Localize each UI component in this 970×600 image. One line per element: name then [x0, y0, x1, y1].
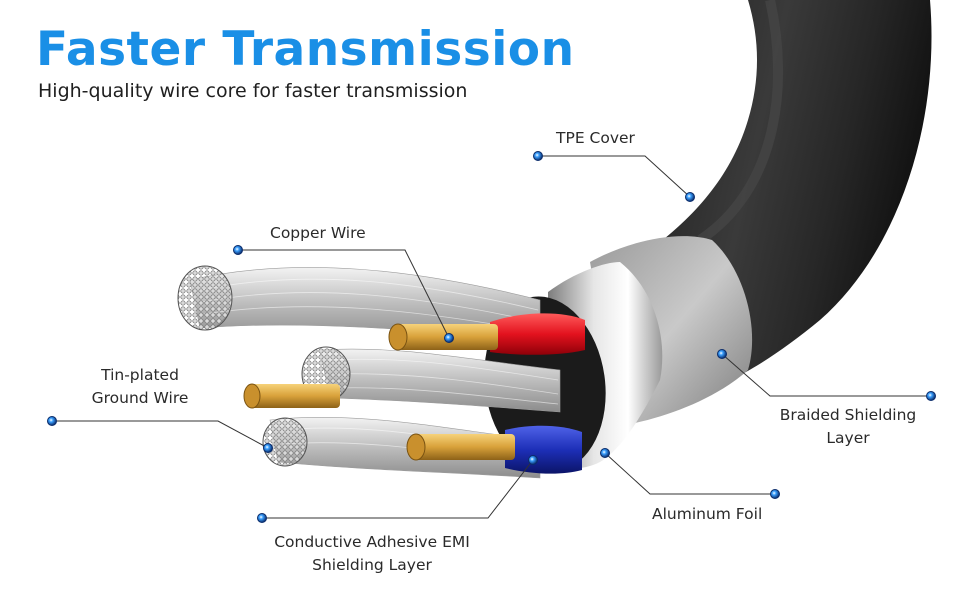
label-copper-wire: Copper Wire: [270, 224, 366, 242]
label-tpe-cover: TPE Cover: [556, 129, 635, 147]
leader-copper-wire: [238, 249, 450, 339]
dot-emi-start: [257, 513, 267, 523]
dot-aluminum-end: [600, 448, 610, 458]
red-insulation: [490, 313, 585, 355]
top-strand-end: [177, 265, 233, 331]
page-title: Faster Transmission: [36, 22, 575, 77]
tpe-jacket-highlight: [697, 0, 783, 245]
dot-ground-end: [263, 443, 273, 453]
dot-tpe-start: [533, 151, 543, 161]
dot-ground-start: [47, 416, 57, 426]
label-ground-wire: Tin-plated Ground Wire: [91, 366, 189, 407]
dot-braided-end: [717, 349, 727, 359]
dot-emi-end: [528, 455, 538, 465]
label-emi-shielding: Conductive Adhesive EMI Shielding Layer: [274, 533, 470, 574]
dot-braided-start: [926, 391, 936, 401]
dot-tpe-end: [685, 192, 695, 202]
label-braided-shielding: Braided Shielding Layer: [779, 406, 917, 447]
dot-copper-end: [444, 333, 454, 343]
leader-tpe-cover: [538, 155, 691, 198]
ground-strand-end: [262, 417, 308, 467]
dot-aluminum-start: [770, 489, 780, 499]
dot-copper-start: [233, 245, 243, 255]
label-aluminum-foil: Aluminum Foil: [652, 505, 763, 523]
blue-insulation: [505, 425, 582, 474]
leader-emi: [262, 459, 534, 519]
ground-conductor: [250, 384, 340, 408]
middle-strand-bundle: [319, 348, 561, 413]
leader-aluminum: [604, 452, 775, 495]
leader-ground-wire: [52, 420, 269, 449]
page-subtitle: High-quality wire core for faster transm…: [38, 80, 468, 102]
leader-braided: [721, 353, 931, 397]
copper-conductor-bottom: [415, 434, 515, 460]
